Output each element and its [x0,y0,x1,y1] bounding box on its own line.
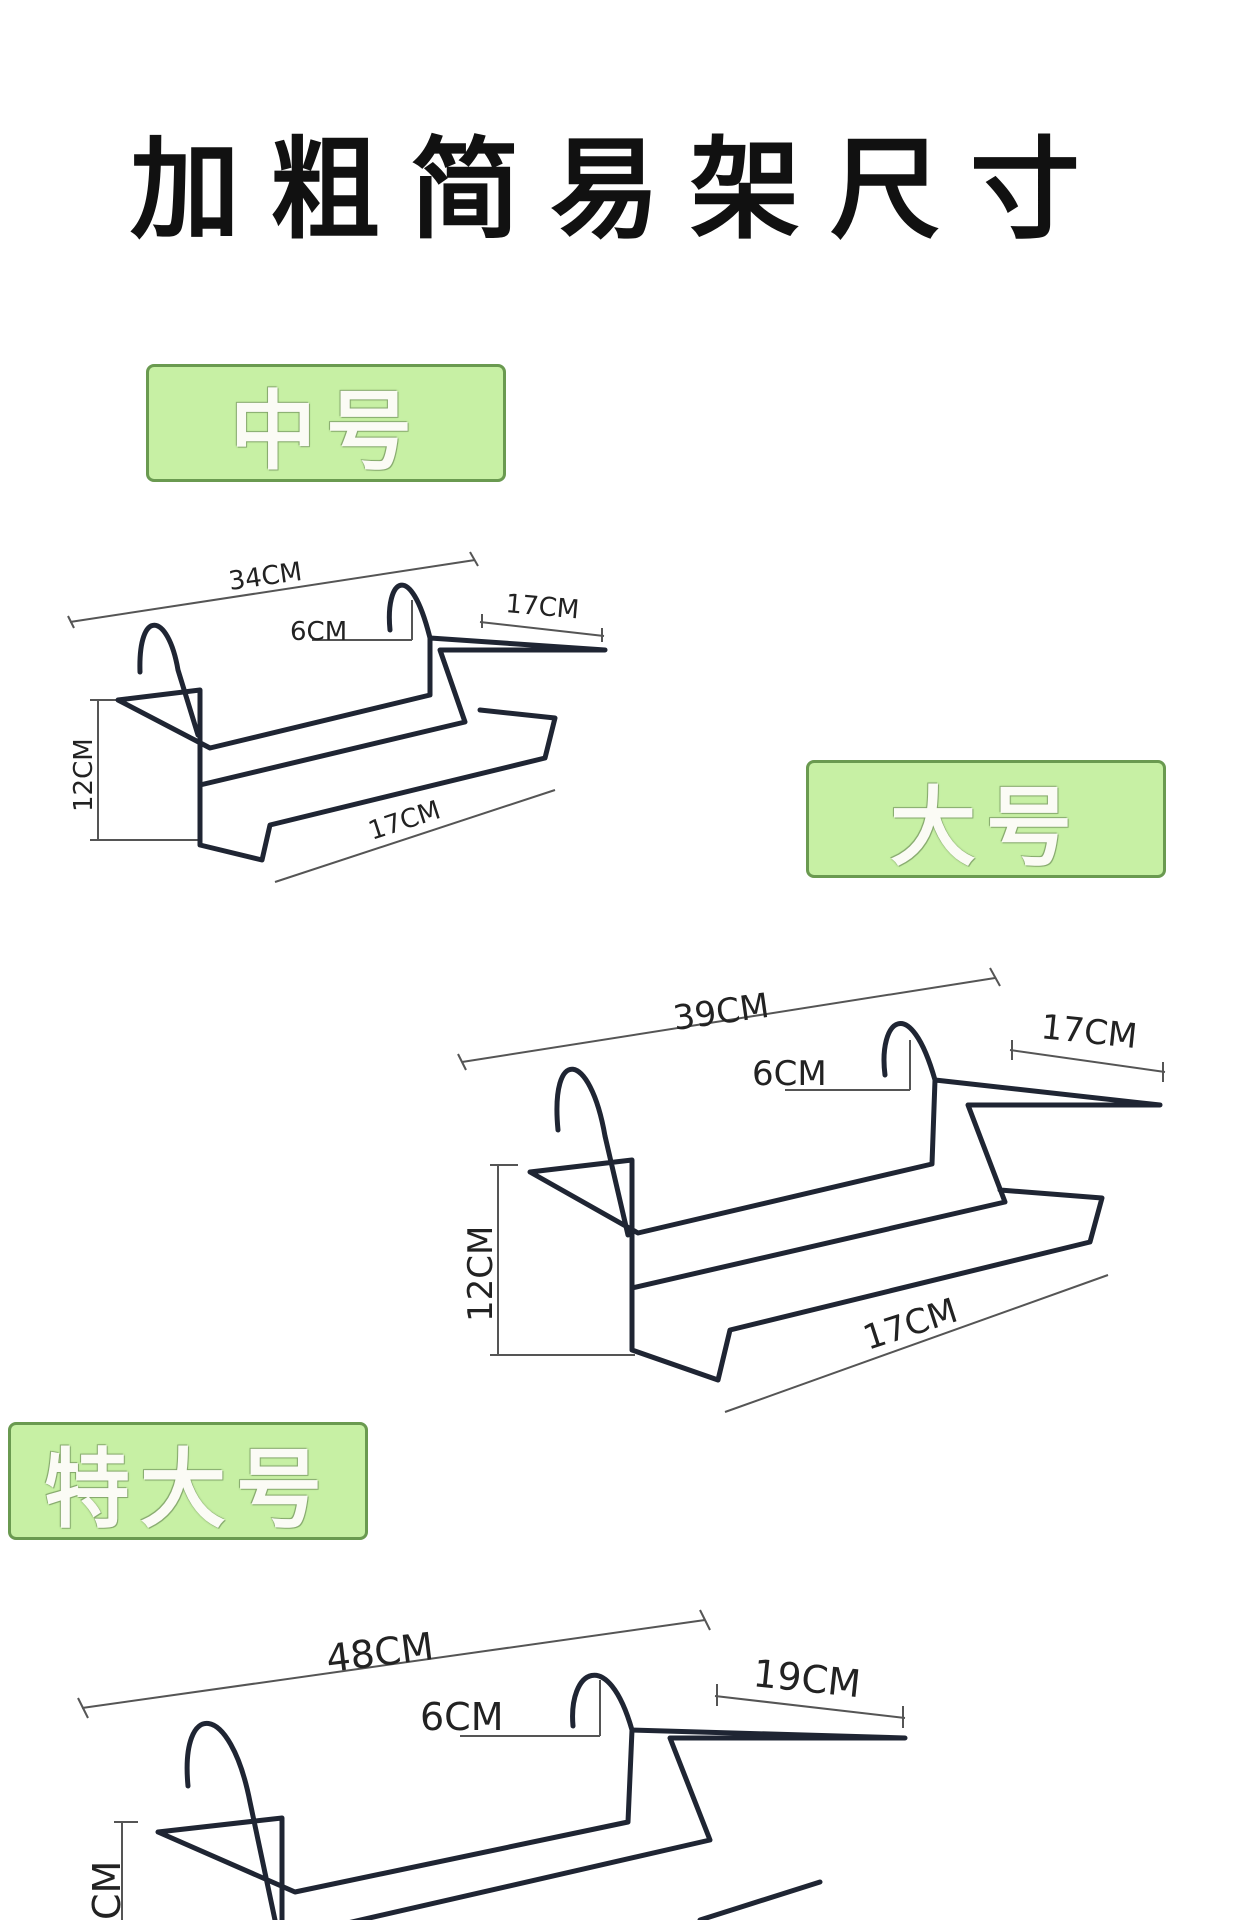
rack-diagram-large: 39CM 6CM 17CM 12CM 17CM [457,967,1166,1413]
dimension-line-depth-bottom [274,789,556,883]
dimension-depth-bottom-label: 17CM [858,1291,962,1359]
dimension-hook-label: 6CM [420,1695,504,1739]
dimension-hook-label: 6CM [290,617,347,647]
size-badge-medium: 中号 [146,364,506,482]
dimension-line-depth-top [479,621,605,637]
dimension-line-depth-top [1009,1049,1166,1073]
dimension-line-depth-top [714,1695,906,1719]
dimension-hook-label: 6CM [752,1054,827,1094]
dimension-depth-top-label: 17CM [504,589,580,625]
dimension-depth-top-label: 19CM [751,1651,863,1706]
rack-diagram-medium: 34CM 6CM 17CM 12CM 17CM [67,551,608,883]
dimension-width-label: 48CM [324,1624,436,1681]
size-badge-large: 大号 [806,760,1166,878]
rack-wire-frame [155,1673,908,1920]
dimension-line-depth-bottom [724,1274,1109,1413]
dimension-line-width [81,1619,706,1709]
rack-diagram-extra-large: 48CM 6CM 19CM CM [77,1609,908,1920]
page-title: 加粗简易架尺寸 [130,125,1110,254]
rack-wire-frame [115,582,608,863]
dimension-height-label: 12CM [69,738,99,812]
dimension-line-width [461,977,996,1063]
dimension-depth-top-label: 17CM [1039,1007,1139,1057]
dimension-line-width [69,559,476,623]
dimension-width-label: 39CM [671,986,772,1039]
dimension-width-label: 34CM [227,557,304,597]
size-badge-extra-large: 特大号 [8,1422,368,1540]
dimension-height-label: CM [85,1861,129,1920]
dimension-height-label: 12CM [461,1226,501,1322]
rack-wire-frame [527,1021,1163,1383]
